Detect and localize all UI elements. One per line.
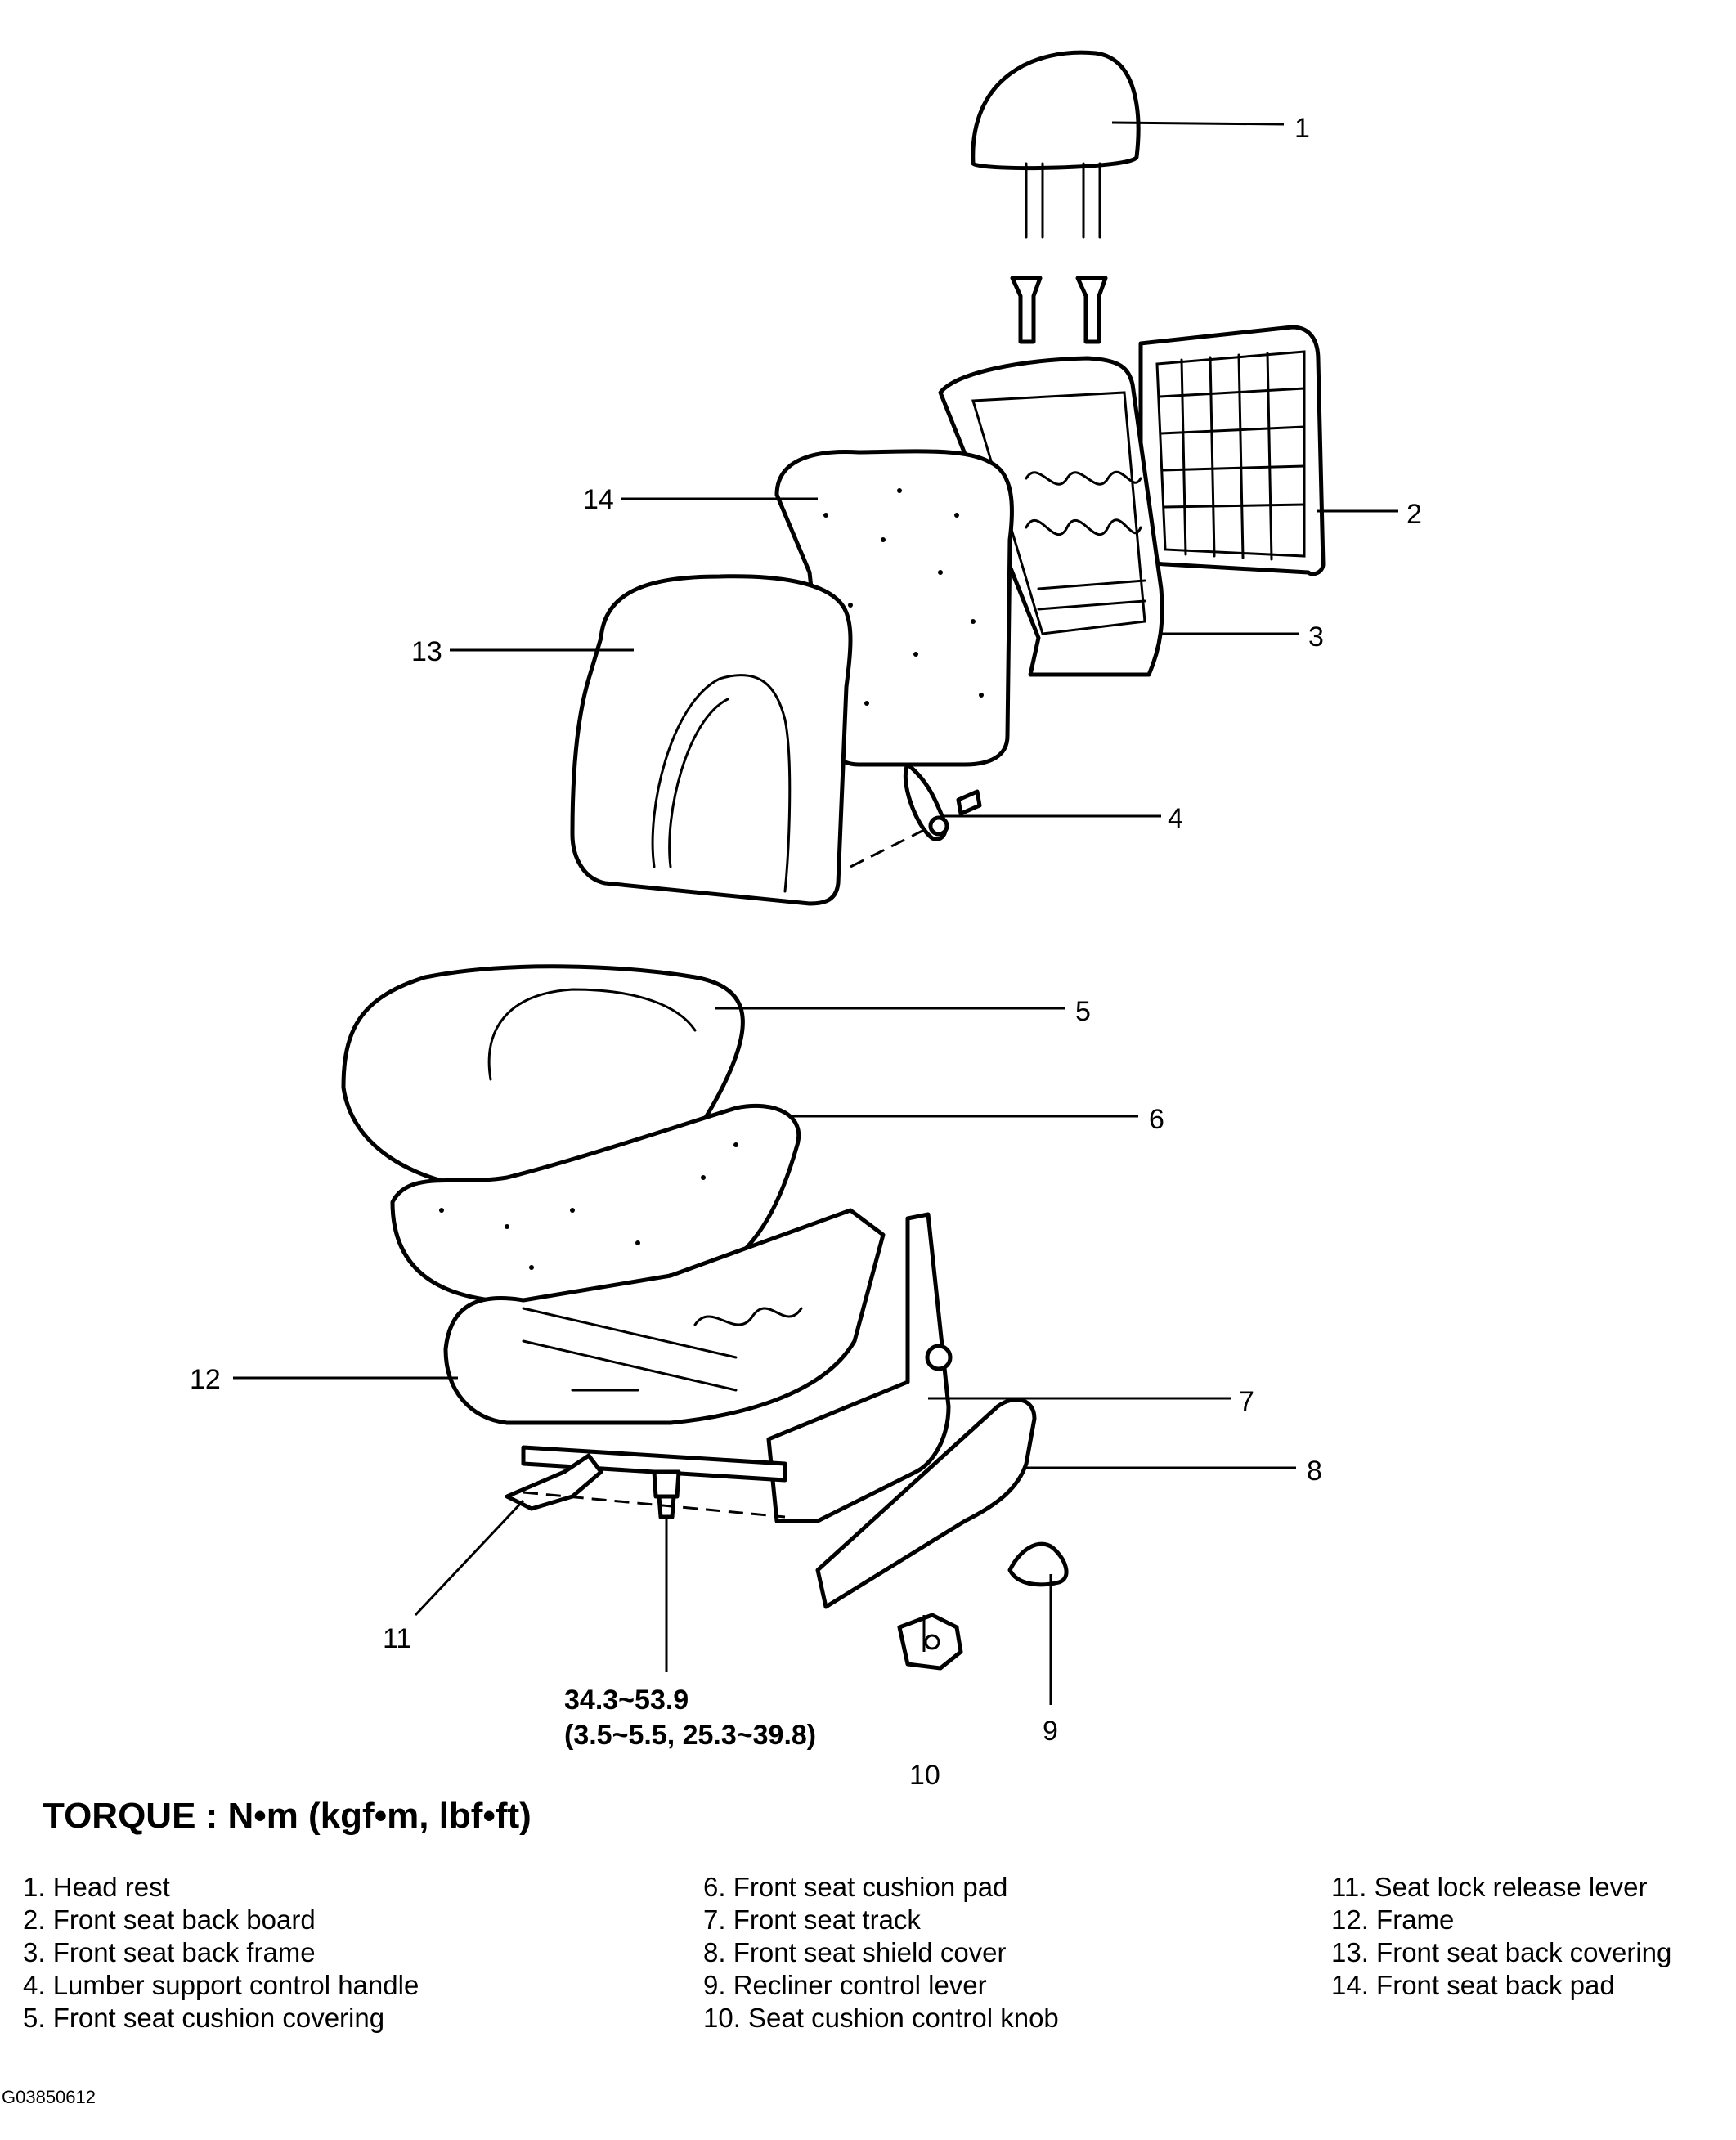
head-rest [971, 50, 1141, 239]
legend-item: 5. Front seat cushion covering [23, 2003, 385, 2033]
legend-column-2: 6. Front seat cushion pad 7. Front seat … [703, 1871, 1059, 2035]
seat-back-covering [570, 574, 853, 906]
callout-7: 7 [1239, 1386, 1254, 1417]
seat-frame [443, 1208, 886, 1425]
legend-item: 14. Front seat back pad [1331, 1970, 1615, 2000]
recliner-control-lever [1007, 1541, 1069, 1587]
callout-11: 11 [383, 1623, 411, 1654]
legend-column-3: 11. Seat lock release lever 12. Frame 13… [1331, 1871, 1671, 2002]
callout-4: 4 [1168, 803, 1183, 834]
callout-13: 13 [411, 636, 442, 667]
seat-lock-release-lever [505, 1453, 603, 1511]
callout-1: 1 [1294, 113, 1310, 144]
seat-cushion-control-knob [897, 1613, 963, 1671]
seat-shield-cover [815, 1398, 1037, 1609]
legend-item: 2. Front seat back board [23, 1904, 316, 1935]
legend-item: 13. Front seat back covering [1331, 1937, 1672, 1967]
legend-item: 4. Lumber support control handle [23, 1970, 419, 2000]
callout-9: 9 [1043, 1716, 1058, 1747]
lumbar-support-handle [850, 762, 982, 868]
torque-units-heading: TORQUE : N•m (kgf•m, lbf•ft) [43, 1796, 532, 1836]
legend-item: 3. Front seat back frame [23, 1937, 316, 1967]
seat-back-board [1138, 325, 1326, 576]
legend-item: 1. Head rest [23, 1872, 170, 1902]
figure-id: G03850612 [2, 2087, 96, 2107]
legend-item: 11. Seat lock release lever [1331, 1872, 1648, 1902]
legend-item: 12. Frame [1331, 1904, 1455, 1935]
callout-12: 12 [190, 1364, 221, 1395]
callout-3: 3 [1308, 621, 1324, 653]
mounting-bolt [523, 1469, 786, 1519]
callout-10: 10 [909, 1760, 940, 1791]
callout-8: 8 [1307, 1456, 1322, 1487]
callout-5: 5 [1075, 996, 1091, 1027]
callout-14: 14 [583, 484, 614, 515]
torque-value-nm: 34.3~53.9 [564, 1685, 689, 1716]
legend-item: 10. Seat cushion control knob [703, 2003, 1059, 2033]
seat-back-frame [938, 356, 1164, 677]
legend-item: 6. Front seat cushion pad [703, 1872, 1008, 1902]
callout-2: 2 [1406, 499, 1422, 530]
head-rest-guides [1010, 276, 1108, 344]
torque-value-alt-units: (3.5~5.5, 25.3~39.8) [564, 1720, 816, 1751]
legend-item: 9. Recliner control lever [703, 1970, 987, 2000]
callout-6: 6 [1149, 1104, 1164, 1135]
legend-item: 7. Front seat track [703, 1904, 921, 1935]
leader-lines [233, 121, 1398, 1705]
legend-column-1: 1. Head rest 2. Front seat back board 3.… [23, 1871, 419, 2035]
legend-item: 8. Front seat shield cover [703, 1937, 1007, 1967]
